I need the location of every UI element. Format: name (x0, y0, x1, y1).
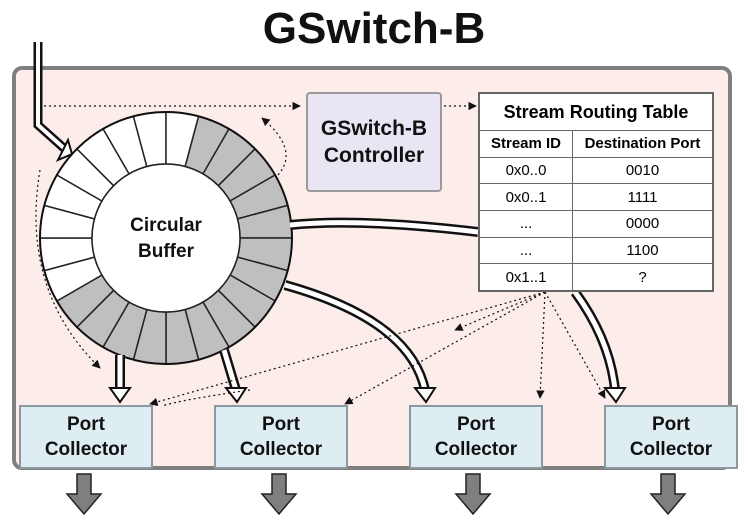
routing-table-caption: Stream Routing Table (480, 94, 712, 131)
header-destination-port: Destination Port (584, 135, 701, 153)
controller-label-line1: GSwitch-B (320, 117, 428, 140)
port-collector-2: Port Collector (214, 405, 348, 469)
table-row: ... 0000 (480, 211, 712, 238)
stream-routing-table: Stream Routing Table Stream ID Destinati… (478, 92, 714, 292)
input-arrow (33, 42, 74, 162)
port-collector-label-line2: Collector (44, 439, 128, 460)
port-collector-label-line1: Port (67, 414, 105, 435)
buffer-label: Circular Buffer (116, 213, 216, 265)
cell-stream-id: 0x1..1 (480, 264, 573, 291)
circular-buffer-ring (39, 111, 293, 365)
buffer-label-line1: Circular (130, 215, 202, 236)
bottom-output-arrows (65, 473, 687, 516)
cell-stream-id: ... (480, 237, 573, 264)
routing-table-header: Stream ID Destination Port (480, 131, 712, 158)
port-collector-label-line1: Port (262, 414, 300, 435)
table-row: 0x0..0 0010 (480, 157, 712, 185)
table-row: 0x0..1 1111 (480, 184, 712, 212)
port-collector-1: Port Collector (19, 405, 153, 469)
cell-stream-id: 0x0..0 (480, 157, 573, 184)
control-dotted-lines (35, 101, 606, 407)
table-row: 0x1..1 ? (480, 264, 712, 291)
port-collector-3: Port Collector (409, 405, 543, 469)
controller-label-line2: Controller (323, 144, 425, 167)
port-collector-label-line1: Port (652, 414, 690, 435)
controller-box: GSwitch-B Controller (306, 92, 442, 192)
buffer-outline (39, 111, 293, 365)
cell-stream-id: 0x0..1 (480, 184, 573, 211)
buffer-center (91, 163, 241, 313)
cell-stream-id: ... (480, 211, 573, 237)
port-collector-label-line2: Collector (629, 439, 713, 460)
buffer-label-line2: Buffer (138, 241, 194, 262)
cell-destination-port: 0000 (625, 215, 660, 233)
port-collector-4: Port Collector (604, 405, 738, 469)
header-stream-id: Stream ID (480, 131, 573, 157)
port-collector-label-line1: Port (457, 414, 495, 435)
cell-destination-port: ? (638, 268, 647, 286)
cell-destination-port: 1111 (627, 188, 658, 206)
port-collector-label-line2: Collector (239, 439, 323, 460)
table-row: ... 1100 (480, 237, 712, 265)
port-collector-label-line2: Collector (434, 439, 518, 460)
cell-destination-port: 1100 (626, 242, 659, 260)
buffer-output-pipes (108, 217, 627, 404)
cell-destination-port: 0010 (625, 162, 660, 179)
diagram-title: GSwitch-B (262, 4, 486, 53)
